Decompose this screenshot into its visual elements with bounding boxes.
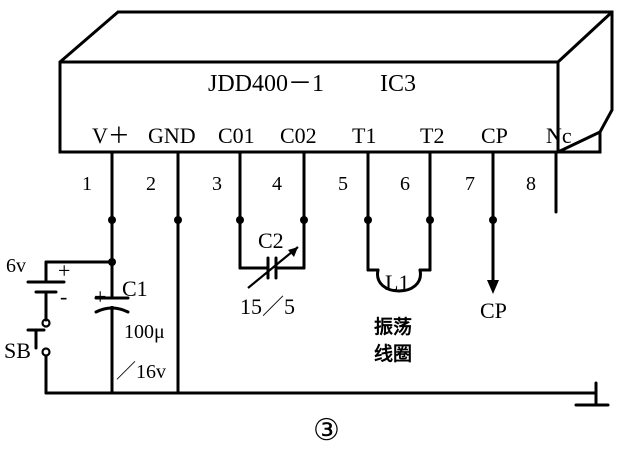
pin-number-5: 5 [338, 173, 348, 195]
junction-dot [300, 216, 308, 224]
battery-plus-sign: + [58, 258, 70, 283]
switch-ref-label: SB [4, 338, 31, 363]
c1-plate-bottom [94, 306, 130, 314]
junction-dot [489, 216, 497, 224]
switch-contact-bottom [41, 347, 51, 357]
battery-minus-sign: - [60, 284, 67, 309]
c2-value-label: 15／5 [240, 294, 295, 319]
coil-label-line2: 线圈 [374, 342, 412, 365]
junction-dot [426, 216, 434, 224]
coil-label-line1: 振荡 [374, 315, 412, 338]
pin-number-7: 7 [465, 173, 475, 195]
ic-outline [58, 10, 614, 154]
l1-ref-label: L1 [385, 270, 409, 295]
junction-dot [236, 216, 244, 224]
junction-dot [174, 216, 182, 224]
pin-number-8: 8 [526, 173, 536, 195]
c1-value-label: 100μ [124, 321, 165, 343]
cp-output-label: CP [480, 298, 507, 323]
pin-number-4: 4 [272, 173, 282, 195]
cp-output-arrow [487, 280, 499, 294]
pin-name-2: GND [148, 123, 196, 148]
pin-name-6: T2 [420, 123, 444, 148]
figure-number: ③ [313, 414, 340, 447]
pin-name-4: C02 [280, 123, 317, 148]
pin-number-3: 3 [212, 173, 222, 195]
ic-bottom-diagonal-edge [556, 130, 602, 154]
pin-name-1: V＋ [92, 123, 130, 148]
pin-number-6: 6 [400, 173, 410, 195]
pin-name-8: Nc [546, 123, 572, 148]
c1-ref-label: C1 [122, 276, 148, 301]
ic-part-number: JDD400－1 [208, 71, 324, 97]
c1-plus-sign: + [94, 284, 106, 309]
battery-voltage-label: 6v [6, 255, 26, 277]
switch-contact-top [41, 318, 51, 328]
l1-coil [366, 268, 432, 293]
c2-variable-capacitor [238, 246, 306, 289]
ic-reference: IC3 [380, 71, 416, 97]
ic-top-diagonal-edge [556, 10, 614, 64]
junction-dot [108, 216, 116, 224]
c1-capacitor [94, 296, 130, 314]
pin-number-2: 2 [146, 173, 156, 195]
pin-number-1: 1 [82, 173, 92, 195]
pin-leads [110, 150, 558, 395]
ic-body [58, 10, 614, 154]
c1-voltage-label: ／16v [116, 361, 166, 383]
c2-variable-arrow [247, 246, 299, 289]
pin-name-7: CP [481, 123, 508, 148]
c1-gap [96, 298, 128, 306]
c2-ref-label: C2 [258, 228, 284, 253]
battery-branch [26, 260, 114, 395]
junction-dot [364, 216, 372, 224]
ground-rail [44, 381, 610, 407]
pin-name-5: T1 [352, 123, 376, 148]
l1-coil-loop [376, 268, 422, 293]
pin-name-3: C01 [218, 123, 255, 148]
c2-arrow-head [288, 247, 298, 257]
